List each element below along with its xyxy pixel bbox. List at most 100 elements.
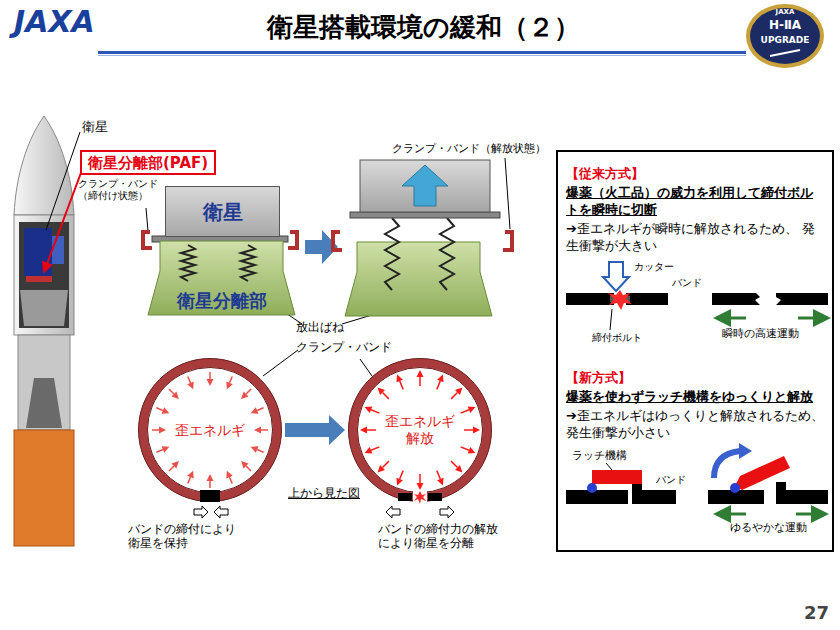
caption-note: バンドの締付により 衛星を保持 xyxy=(128,522,246,551)
clamp-band-ring xyxy=(451,393,457,399)
latch-figure xyxy=(592,470,642,484)
rocket-illustration xyxy=(14,116,74,215)
leader-line xyxy=(146,208,148,231)
rocket-illustration xyxy=(26,276,52,282)
clamp-band-open xyxy=(333,232,342,250)
released-adapter xyxy=(345,242,492,316)
node-label: 衛星 xyxy=(203,200,243,224)
clamp-band-ring xyxy=(230,376,233,382)
clamp-band-ring xyxy=(428,493,442,501)
patch-text: JAXA xyxy=(745,8,825,16)
leader-line xyxy=(44,132,612,470)
rocket-illustration xyxy=(20,290,68,326)
clamp-band-ring xyxy=(257,450,263,453)
spring-symbol xyxy=(241,245,255,281)
latch-figure xyxy=(796,513,820,516)
clamp-band-ring xyxy=(169,466,174,471)
clamp-band-ring xyxy=(419,474,421,483)
clamp-band-ring xyxy=(358,368,483,493)
clamp-band-ring xyxy=(371,447,379,450)
caption-note: バンドの締付力の解放 により衛星を分離 xyxy=(378,522,508,551)
spring-symbol xyxy=(181,245,195,281)
clamp-band-ring xyxy=(367,429,376,431)
released-satellite xyxy=(350,160,500,218)
logo-text: JAXA xyxy=(14,4,95,40)
band-motion-arrow xyxy=(386,506,400,518)
clamp-band-ring xyxy=(455,388,462,395)
clamp-band-closed xyxy=(288,232,297,248)
rocket-illustration xyxy=(26,378,62,428)
part-label: ラッチ機構 xyxy=(572,449,627,462)
panel-text: 爆薬（火工品）の威力を利用して締付ボルトを瞬時に切断 xyxy=(566,185,824,219)
part-label: バンド xyxy=(656,474,686,486)
clamp-band-ring xyxy=(143,363,277,497)
clamp-band-ring xyxy=(159,427,166,434)
adapter-shape xyxy=(148,241,295,315)
clamp-band-ring xyxy=(152,429,159,431)
clamp-band-ring xyxy=(226,382,232,390)
leader-line xyxy=(610,309,612,330)
panel-text: 【新方式】 xyxy=(566,370,824,387)
clamp-band-ring xyxy=(187,471,193,479)
clamp-band-ring xyxy=(162,407,170,413)
part-label: 締付ボルト xyxy=(592,332,642,344)
clamp-band-ring xyxy=(139,359,282,502)
title-rule xyxy=(98,51,746,56)
release-spring xyxy=(385,218,454,290)
clamp-band-ring xyxy=(257,408,263,411)
node-label: 衛星分離部(PAF) xyxy=(88,154,208,172)
latch-figure xyxy=(587,483,597,493)
clamp-band-ring xyxy=(148,368,273,493)
clamp-band-ring xyxy=(241,461,248,468)
rocket-illustration xyxy=(14,430,74,546)
adapter-shape: 衛星分離部 xyxy=(148,241,295,317)
method-panel: 【従来方式】爆薬（火工品）の威力を利用して締付ボルトを瞬時に切断➔歪エネルギが瞬… xyxy=(556,150,834,552)
rocket-illustration xyxy=(52,236,64,264)
part-label: クランプ・バンド（解放状態） xyxy=(392,142,546,155)
rocket-illustration xyxy=(19,222,69,328)
clamp-band-ring xyxy=(413,490,427,504)
mission-patch xyxy=(770,50,800,56)
clamp-band-ring xyxy=(468,406,476,412)
clamp-band-ring xyxy=(188,376,191,382)
latch-figure xyxy=(722,513,746,516)
clamp-band-ring xyxy=(251,407,259,413)
clamp-band-open xyxy=(503,232,512,250)
clamp-band-ring xyxy=(200,490,220,502)
clamp-band-ring xyxy=(383,393,389,399)
clamp-band-ring xyxy=(437,471,440,479)
latch-figure xyxy=(714,451,740,478)
callout-box: 衛星分離部(PAF) xyxy=(80,150,216,175)
node-label: 歪エネルギ 解放 xyxy=(381,413,459,447)
leader-line xyxy=(505,158,510,229)
band-motion-arrow xyxy=(214,506,228,518)
leader-line xyxy=(44,170,82,272)
released-satellite xyxy=(402,165,448,206)
released-satellite xyxy=(360,160,490,212)
latch-figure xyxy=(739,443,752,459)
band-motion-arrow xyxy=(194,506,454,518)
leader-line xyxy=(360,359,372,376)
patch-text: H-ⅡA xyxy=(745,18,825,32)
bolt-cut-figure xyxy=(566,293,614,305)
clamp-band-ring xyxy=(468,447,476,453)
rocket-illustration xyxy=(24,228,52,276)
rocket-illustration xyxy=(14,215,74,335)
rocket-illustration xyxy=(14,116,74,546)
bolt-cut-figure xyxy=(722,317,746,320)
clamp-band-ring xyxy=(437,478,443,486)
band-motion-arrow xyxy=(440,506,454,518)
page-number: 27 xyxy=(804,602,829,624)
mission-patch xyxy=(746,4,824,68)
part-label: クランプ・バンド （締付け状態） xyxy=(78,178,162,202)
panel-text: 爆薬を使わずラッチ機構をゆっくりと解放 xyxy=(566,389,824,406)
clamp-band-ring xyxy=(353,363,487,497)
clamp-band-ring xyxy=(461,410,469,413)
clamp-band-ring xyxy=(451,461,457,467)
clamp-band-ring xyxy=(371,410,379,413)
clamp-band-ring xyxy=(246,389,251,394)
clamp-band-ring xyxy=(400,381,403,389)
clamp-band-ring xyxy=(230,477,233,483)
node-label: 歪エネルギ xyxy=(175,422,245,439)
